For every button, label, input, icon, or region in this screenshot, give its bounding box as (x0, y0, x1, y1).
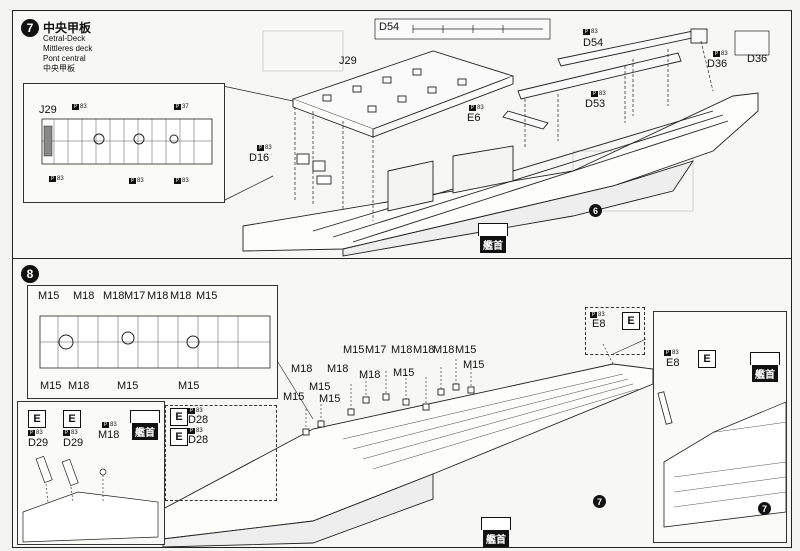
step-7-drawing (222, 18, 770, 257)
inset-deck-plan (41, 118, 213, 165)
label-m15: M15 (196, 290, 218, 302)
step-7-title-en: Cetral-Deck (43, 34, 86, 43)
step-7-title-fr: Pont central (43, 54, 86, 63)
label-d36-a: D36 (707, 58, 728, 70)
label-d29: D29 (63, 437, 84, 449)
label-d54-bar: D54 (379, 21, 400, 33)
label-m15: M15 (283, 391, 305, 403)
label-m18: M18 (73, 290, 95, 302)
bow-arrow-icon (481, 517, 511, 530)
label-m18: M18 (147, 290, 169, 302)
bow-arrow-icon (130, 410, 160, 423)
bow-arrow-icon (478, 223, 508, 236)
label-d16: D16 (249, 152, 270, 164)
label-d53: D53 (585, 98, 606, 110)
label-d54: D54 (583, 37, 604, 49)
bow-arrow-icon (750, 352, 780, 365)
label-m15: M15 (463, 359, 485, 371)
sprue-e-icon: E (170, 408, 188, 426)
label-m15: M15 (117, 380, 139, 392)
label-m18: M18 (359, 369, 381, 381)
step-7-title-de: Mittleres deck (43, 44, 93, 53)
sprue-e-icon: E (698, 350, 716, 368)
sprue-e-icon: E (170, 428, 188, 446)
label-j29-inset: J29 (39, 104, 57, 116)
reference-step-7: 7 (593, 495, 606, 508)
step-7-title-cn2: 中央甲板 (43, 64, 75, 73)
reference-step-7: 7 (758, 502, 771, 515)
label-m15: M15 (309, 381, 331, 393)
label-m15: M15 (178, 380, 200, 392)
label-m17: M17 (365, 344, 387, 356)
label-m15: M15 (319, 393, 341, 405)
label-m18: M18 (291, 363, 313, 375)
label-e8: E8 (592, 318, 606, 330)
label-m18: M18 (103, 290, 125, 302)
label-m15: M15 (40, 380, 62, 392)
label-m17: M17 (124, 290, 146, 302)
sprue-e-icon: E (28, 410, 46, 428)
step-8-panel: 8 M15 M18 M18 M17 M18 (12, 258, 792, 548)
label-e8: E8 (666, 357, 680, 369)
label-m18: M18 (327, 363, 349, 375)
label-m18: M18 (68, 380, 90, 392)
label-m18: M18 (433, 344, 455, 356)
label-m15: M15 (38, 290, 60, 302)
sprue-e-icon: E (63, 410, 81, 428)
step-8-number: 8 (21, 265, 39, 283)
inset-d29-drawing (22, 455, 159, 543)
bow-direction-indicator: 艦首 (478, 223, 508, 253)
label-e6: E6 (467, 112, 481, 124)
label-d29: D29 (28, 437, 49, 449)
step-7-title: 中央甲板 (43, 21, 92, 35)
label-m18: M18 (98, 429, 120, 441)
label-d28: D28 (188, 434, 209, 446)
label-d36-b: D36 (747, 53, 768, 65)
reference-step-6: 6 (589, 204, 602, 217)
step-7-number: 7 (21, 19, 39, 37)
inset-right-drawing (657, 391, 786, 528)
label-m15: M15 (393, 367, 415, 379)
sprue-e-icon: E (622, 312, 640, 330)
label-m18: M18 (170, 290, 192, 302)
step-7-panel: 7 中央甲板 Cetral-Deck Mittleres deck Pont c… (12, 10, 792, 260)
inset-plan-drawing (39, 315, 271, 369)
bow-direction-indicator: 艦首 (750, 352, 780, 382)
label-m15: M15 (343, 344, 365, 356)
bow-direction-indicator: 艦首 (481, 517, 511, 547)
label-d28: D28 (188, 414, 209, 426)
step-8-inset-plan: M15 M18 M18 M17 M18 M18 M15 M15 M18 M15 … (27, 285, 278, 399)
label-m15: M15 (455, 344, 477, 356)
label-j29: J29 (339, 55, 357, 67)
label-m18: M18 (391, 344, 413, 356)
label-m18: M18 (413, 344, 435, 356)
bow-direction-indicator: 艦首 (130, 410, 160, 440)
